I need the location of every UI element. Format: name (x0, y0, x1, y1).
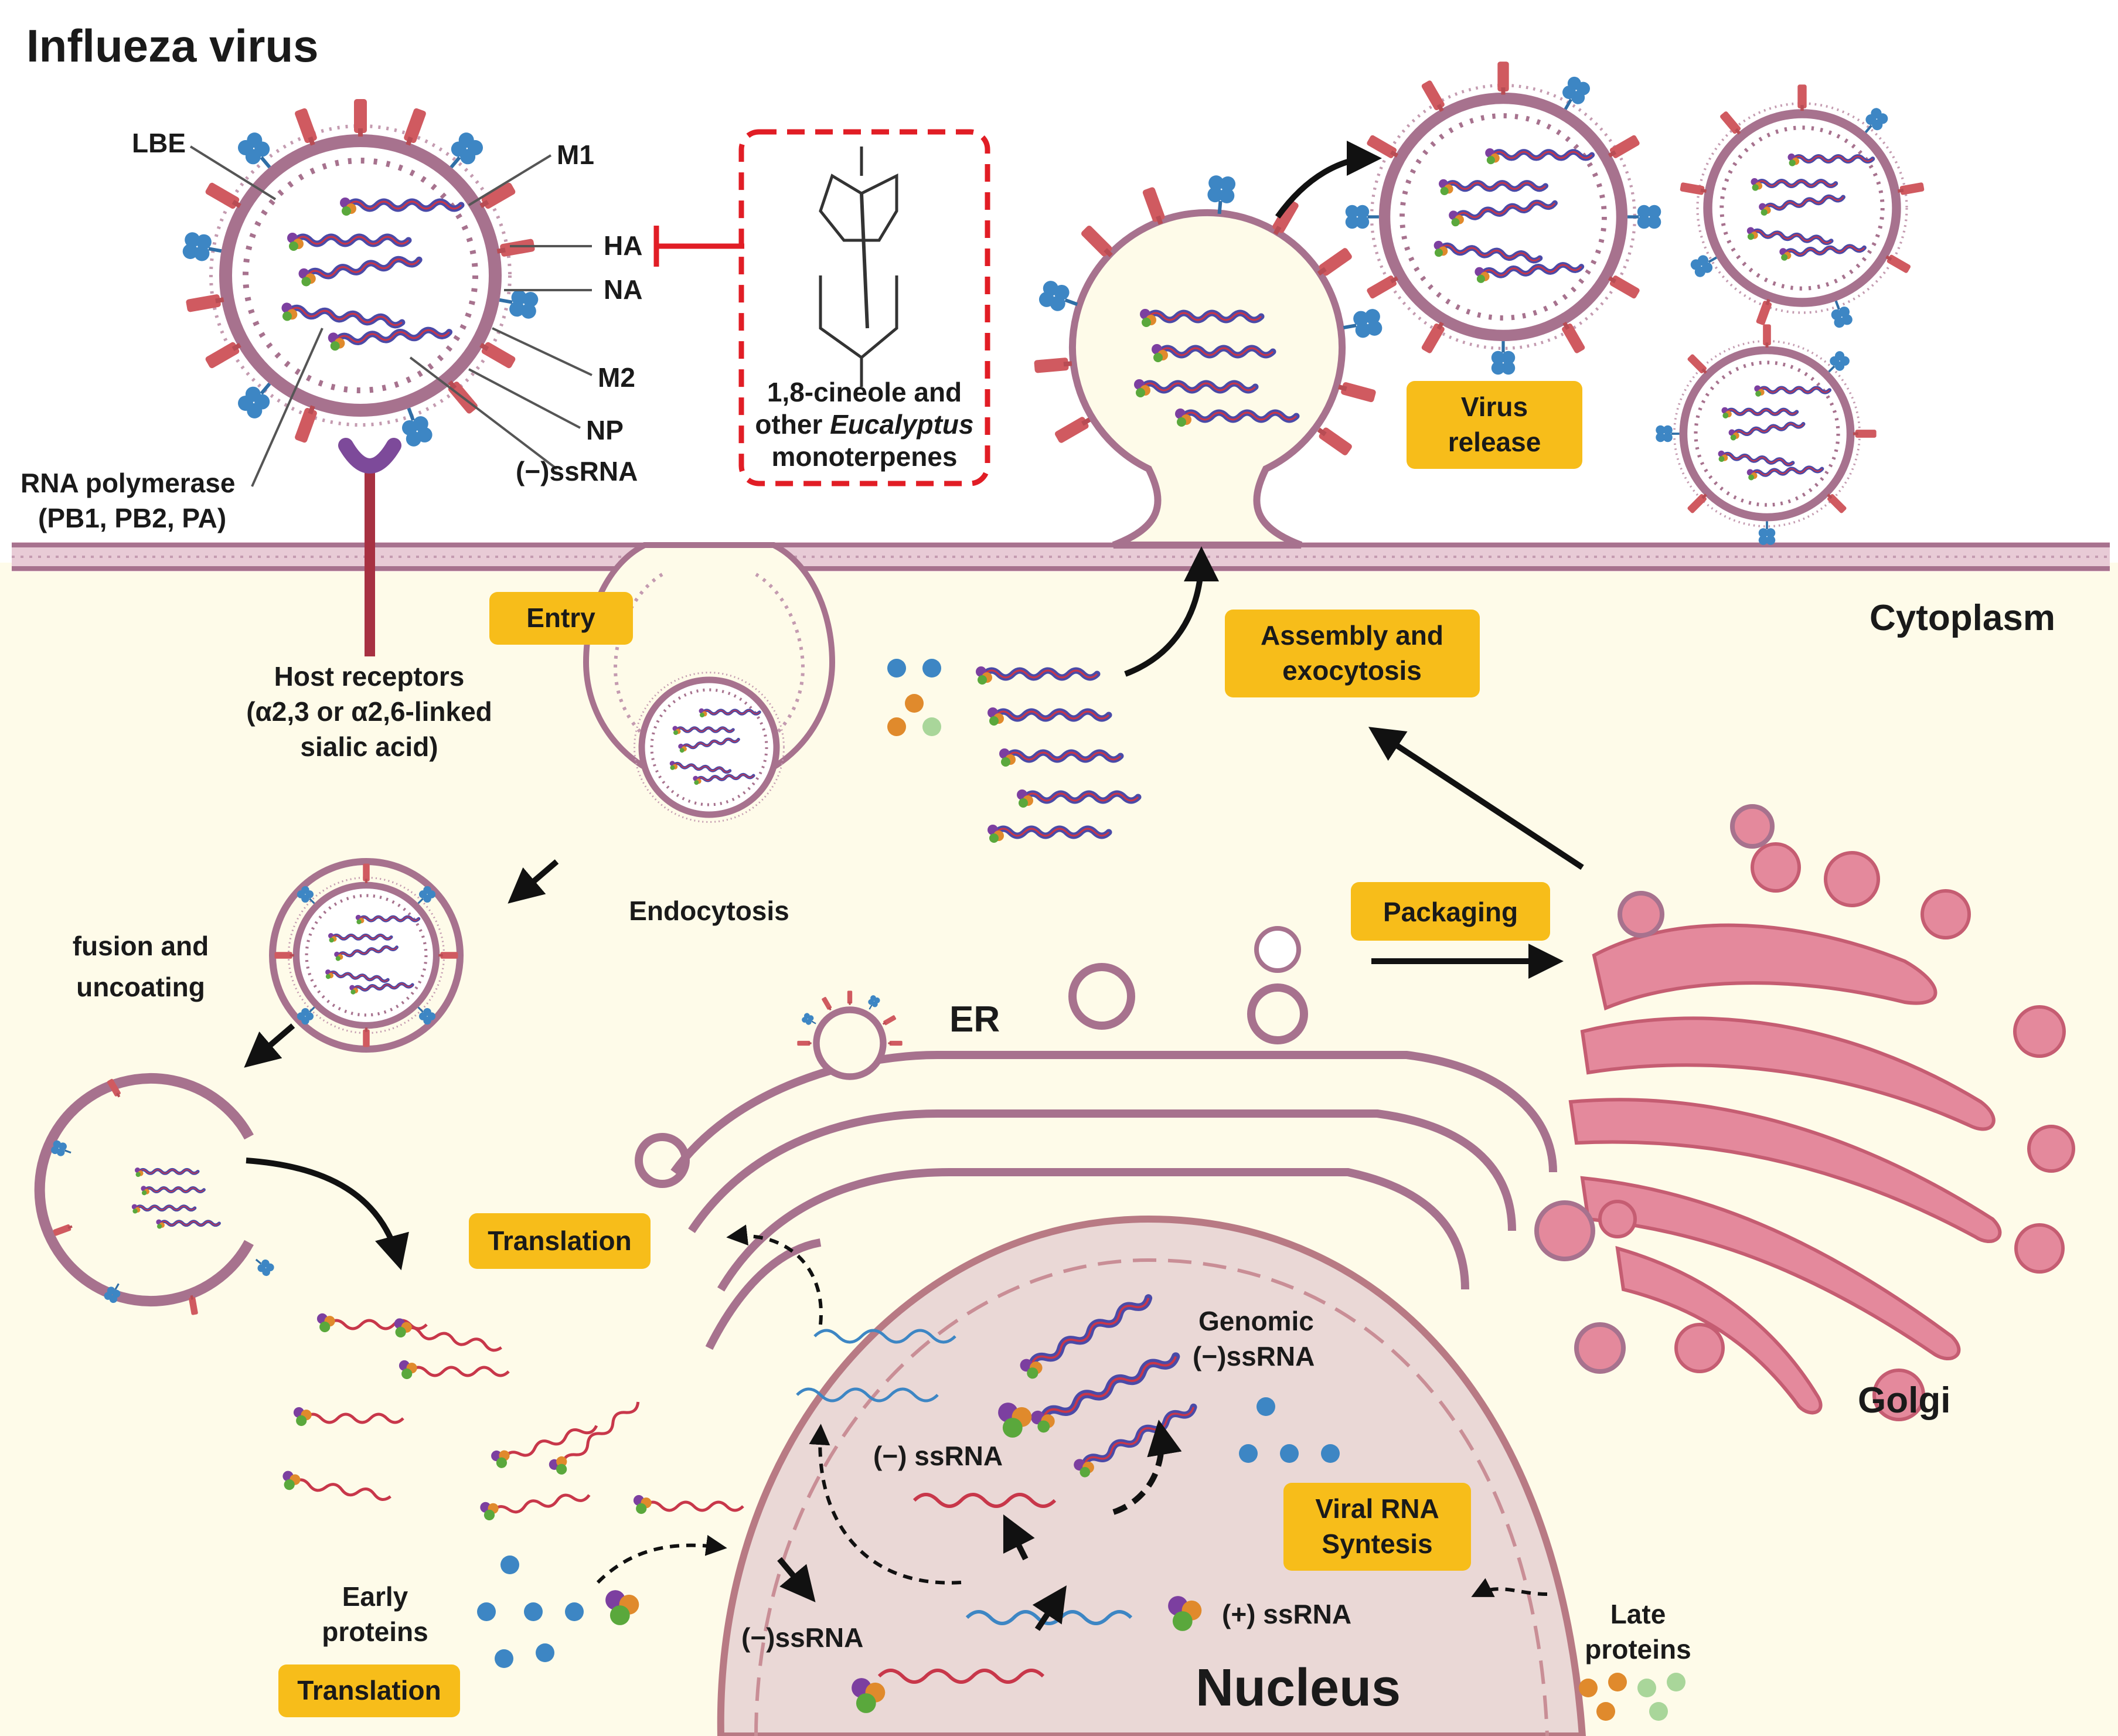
golgi-apparatus (1568, 842, 2075, 1421)
er-label: ER (949, 999, 1000, 1040)
minus-ssrna-low-label: (−)ssRNA (741, 1622, 863, 1653)
cytoplasm-label: Cytoplasm (1870, 598, 2055, 638)
translation-label-bottom: Translation (297, 1675, 441, 1706)
label-rna-polymerase: RNA polymerase (21, 468, 235, 498)
endosome-virion (269, 858, 464, 1053)
inhibitor-box (738, 129, 990, 486)
early-proteins-label-2: proteins (322, 1616, 428, 1647)
endocytosis-label: Endocytosis (629, 896, 789, 926)
label-lbe: LBE (132, 128, 186, 158)
assembly-label-2: exocytosis (1282, 655, 1422, 686)
golgi-arrows (1368, 727, 1584, 979)
budding-virion (1034, 175, 1384, 549)
virion-leader-lines (189, 145, 593, 487)
endoplasmic-reticulum (635, 963, 1557, 1350)
viral-rna-label-2: Syntesis (1322, 1529, 1432, 1559)
plus-ssrna-label: (+) ssRNA (1222, 1599, 1351, 1629)
endocytosis-pit (583, 542, 836, 822)
label-m1: M1 (557, 139, 594, 170)
label-rna-polymerase-subunits: (PB1, PB2, PA) (38, 503, 226, 533)
receptor-label-2: (α2,3 or α2,6-linked (246, 696, 492, 727)
nuclear-flow-arrows (777, 1420, 1182, 1631)
diagram-title: Influeza virus (26, 20, 318, 72)
late-proteins-label-1: Late (1610, 1599, 1666, 1629)
release-box (1407, 381, 1582, 469)
label-ha: HA (604, 230, 642, 261)
inhibitor-line-2-italic: Eucalyptus (830, 409, 973, 440)
late-proteins-label-2: proteins (1585, 1634, 1691, 1664)
fusion-label-2: uncoating (76, 972, 205, 1002)
viral-rna-label-1: Viral RNA (1315, 1493, 1439, 1524)
entry-box (489, 592, 633, 645)
label-minus-ssrna: (−)ssRNA (516, 456, 638, 486)
packaging-box (1351, 882, 1550, 941)
receptor-label-3: sialic acid) (300, 731, 438, 762)
receptor-label-1: Host receptors (274, 661, 465, 692)
packaging-label: Packaging (1383, 897, 1518, 927)
early-proteins-label-1: Early (342, 1581, 408, 1612)
nucleus-label: Nucleus (1196, 1659, 1401, 1717)
entry-flow-arrows (244, 859, 559, 1271)
translation-label-top: Translation (488, 1226, 631, 1256)
inhibition-line (653, 226, 744, 267)
er-budding-virion (797, 990, 903, 1080)
uncoating-virion (34, 1073, 276, 1316)
inhibitor-line-2-plain: other (755, 409, 830, 440)
assembly-box (1225, 610, 1480, 697)
nuclear-protein-dots (1239, 1397, 1340, 1463)
fusion-label-1: fusion and (73, 931, 209, 961)
label-np: NP (586, 415, 624, 445)
viral-rna-box (1283, 1483, 1471, 1571)
late-protein-dots (1579, 1673, 1685, 1721)
plasma-membrane (12, 542, 2110, 571)
golgi-vesicles (1254, 804, 1775, 1374)
assembly-cluster (887, 659, 1138, 843)
exocytosis-arrow (1124, 546, 1219, 677)
genomic-label-2: (−)ssRNA (1193, 1341, 1315, 1371)
release-arrow (1275, 141, 1382, 219)
assembly-label-1: Assembly and (1261, 620, 1443, 651)
inhibitor-line-2: other Eucalyptus (755, 409, 973, 440)
import-arrow (596, 1535, 727, 1584)
label-na: NA (604, 274, 642, 305)
early-protein-dots (477, 1555, 584, 1668)
release-label-2: release (1448, 427, 1541, 457)
genomic-label-1: Genomic (1198, 1306, 1314, 1336)
release-label-1: Virus (1461, 392, 1528, 422)
entry-label: Entry (526, 603, 595, 633)
translation-box-top (469, 1213, 651, 1269)
export-arrows (726, 1224, 1548, 1597)
label-m2: M2 (598, 362, 635, 393)
host-receptor (338, 438, 401, 656)
golgi-label: Golgi (1858, 1380, 1950, 1421)
inhibitor-line-1: 1,8-cineole and (767, 377, 962, 407)
translation-box-bottom (278, 1664, 460, 1717)
inhibitor-line-3: monoterpenes (772, 441, 958, 472)
minus-ssrna-mid-label: (−) ssRNA (873, 1441, 1003, 1471)
